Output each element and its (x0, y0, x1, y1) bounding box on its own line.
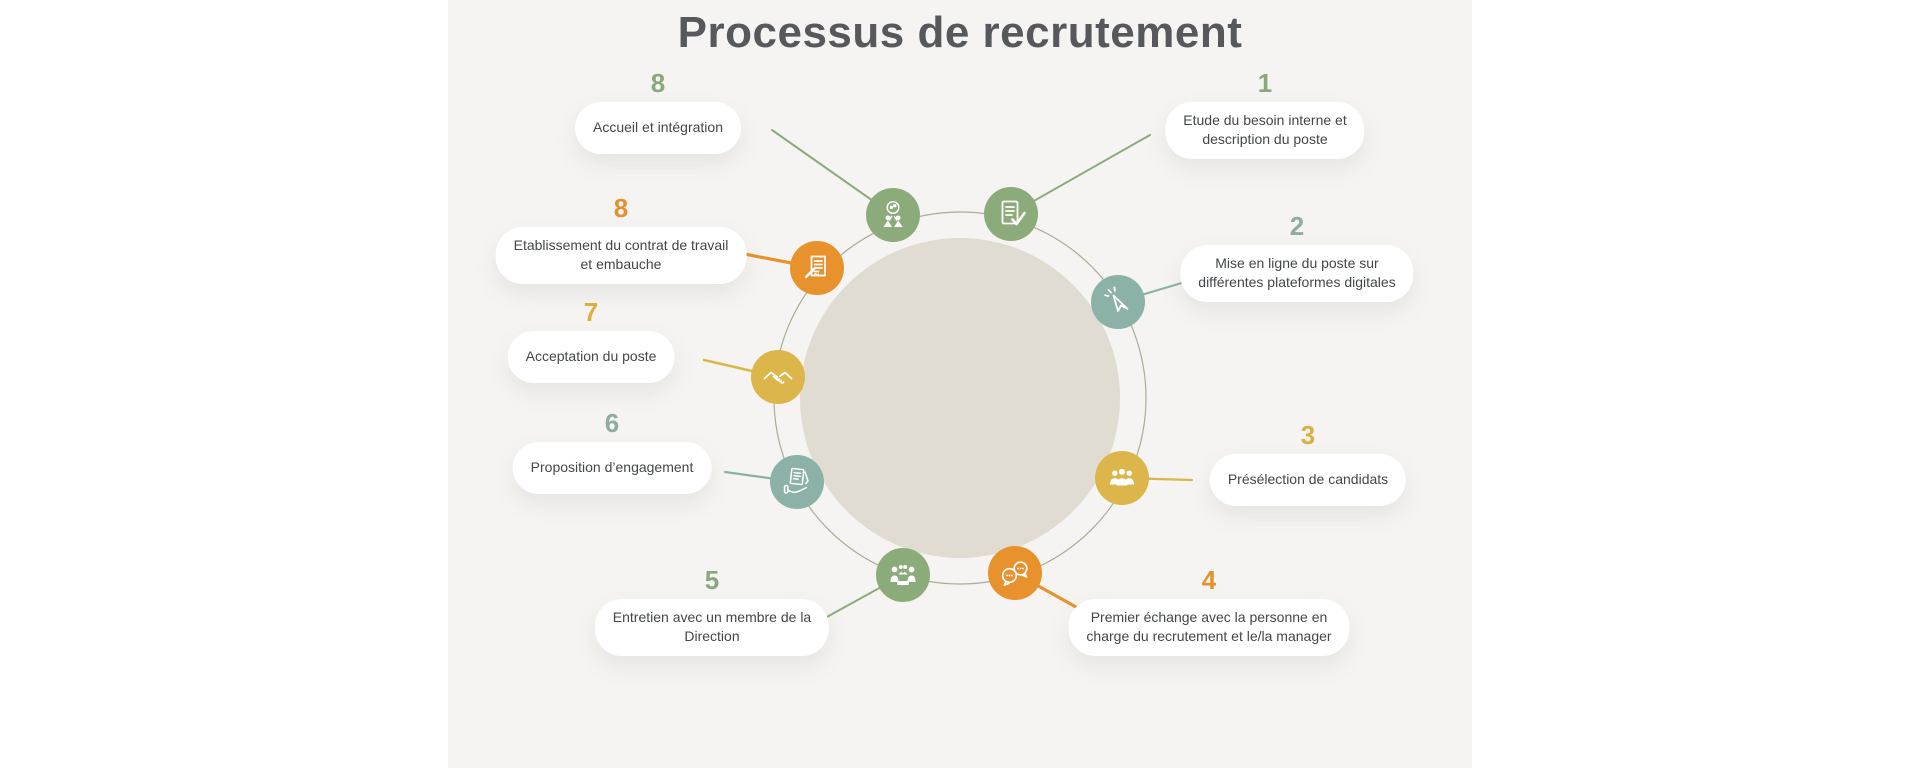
infographic-title: Processus de recrutement (677, 8, 1243, 57)
step-4: 4 Premier échange avec la personne en ch… (1068, 565, 1350, 656)
meeting-icon (890, 565, 916, 585)
step-7-icon-circle (751, 350, 805, 404)
center-circle (800, 238, 1120, 558)
step-number: 7 (583, 297, 599, 327)
step-label-pill: Premier échange avec la personne en char… (1068, 599, 1350, 656)
step-label: Acceptation du poste (525, 348, 657, 365)
chat-bubbles-icon (1001, 561, 1028, 587)
step-label-pill: Etude du besoin interne et description d… (1165, 102, 1365, 159)
step-label-pill: Mise en ligne du poste sur différentes p… (1180, 245, 1414, 302)
step-7: 7 Acceptation du poste (507, 297, 675, 383)
step-label: Présélection de candidats (1227, 471, 1389, 488)
step-number: 3 (1300, 420, 1316, 450)
step-5-icon-circle (876, 548, 930, 602)
cursor-click-icon (1104, 286, 1129, 312)
step-label-pill: Etablissement du contrat de travail et e… (495, 227, 747, 284)
step-4-icon-circle (988, 546, 1042, 600)
step-label: Entretien avec un membre de la Direction (612, 609, 812, 645)
step-label: Etude du besoin interne et description d… (1183, 112, 1347, 148)
step-2-icon-circle (1091, 275, 1145, 329)
step-1: 1 Etude du besoin interne et description… (1165, 68, 1365, 159)
step-label-pill: Proposition d’engagement (512, 442, 712, 494)
step-number: 6 (604, 408, 620, 438)
step-3-icon-circle (1095, 451, 1149, 505)
step-6: 6 Proposition d’engagement (512, 408, 712, 494)
clipboard-check-icon (1001, 200, 1026, 226)
document-hand-icon (783, 467, 809, 494)
step-8-contract-icon-circle (790, 241, 844, 295)
step-3: 3 Présélection de candidats (1209, 420, 1407, 506)
handshake-icon (763, 371, 793, 384)
step-label: Mise en ligne du poste sur différentes p… (1198, 255, 1396, 291)
onboarding-icon (883, 200, 903, 227)
step-label: Proposition d’engagement (530, 459, 694, 476)
step-label-pill: Présélection de candidats (1209, 454, 1407, 506)
step-8-contract: 8 Etablissement du contrat de travail et… (495, 193, 747, 284)
step-5: 5 Entretien avec un membre de la Directi… (594, 565, 830, 656)
step-2: 2 Mise en ligne du poste sur différentes… (1180, 211, 1414, 302)
step-label: Accueil et intégration (593, 119, 723, 136)
step-label-pill: Entretien avec un membre de la Direction (594, 599, 830, 656)
step-number: 5 (704, 565, 720, 595)
contract-pen-icon (804, 255, 826, 279)
step-number: 2 (1289, 211, 1305, 241)
step-number: 8 (650, 68, 666, 98)
step-label: Etablissement du contrat de travail et e… (513, 237, 729, 273)
step-6-icon-circle (770, 455, 824, 509)
step-number: 4 (1201, 565, 1217, 595)
step-label-pill: Acceptation du poste (507, 331, 675, 383)
step-8-onboarding-icon-circle (866, 188, 920, 242)
step-number: 8 (613, 193, 629, 223)
step-8-onboarding: 8 Accueil et intégration (575, 68, 741, 154)
step-1-icon-circle (984, 187, 1038, 241)
people-group-icon (1110, 468, 1134, 486)
step-label-pill: Accueil et intégration (575, 102, 741, 154)
step-number: 1 (1257, 68, 1273, 98)
step-label: Premier échange avec la personne en char… (1086, 609, 1332, 645)
